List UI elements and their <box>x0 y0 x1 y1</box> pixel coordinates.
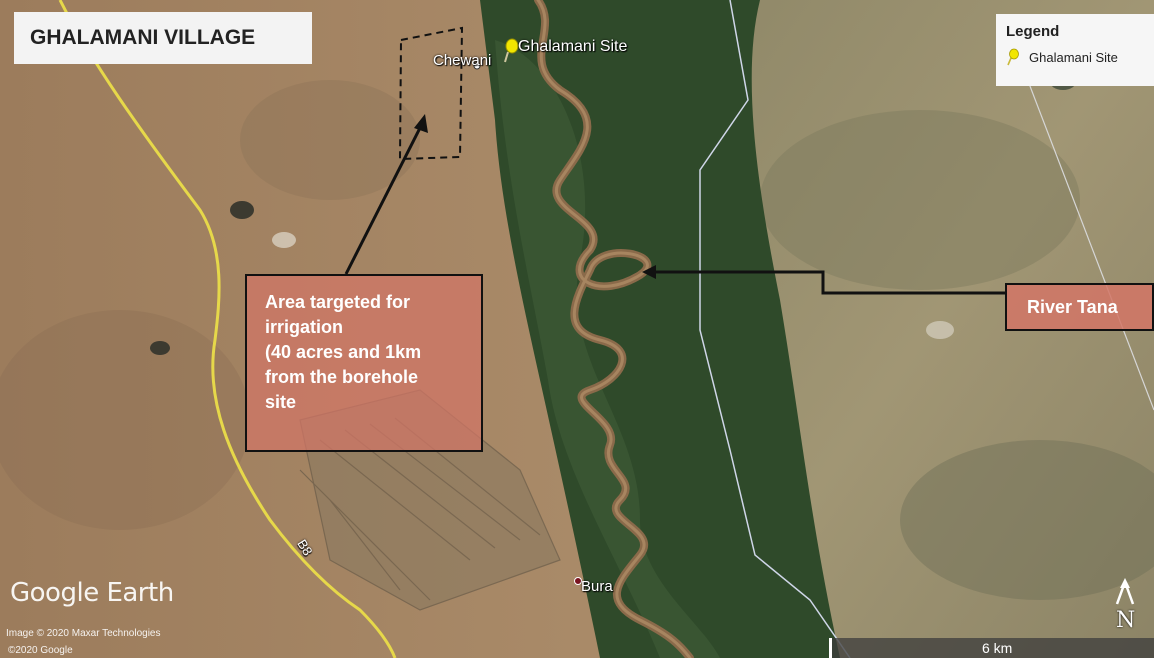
copyright-text: ©2020 Google <box>8 645 73 656</box>
legend-item-label: Ghalamani Site <box>1029 49 1118 65</box>
scrub-patch <box>760 110 1080 290</box>
irrigation-area-outline[interactable] <box>398 26 464 161</box>
pale-spot <box>272 232 296 248</box>
legend: Legend Ghalamani Site <box>996 14 1154 86</box>
river-tana-callout: River Tana <box>1005 283 1154 331</box>
river-tana-highlight <box>536 0 692 658</box>
irrigation-area-callout: Area targeted for irrigation (40 acres a… <box>245 274 483 452</box>
scrub-patch <box>900 440 1154 600</box>
dark-spot <box>150 341 170 355</box>
ghalamani-pushpin-icon[interactable] <box>504 38 519 63</box>
scale-label: 6 km <box>982 640 1013 656</box>
bura-marker[interactable] <box>574 577 582 585</box>
map-title: GHALAMANI VILLAGE <box>14 12 312 64</box>
google-earth-logo: Google Earth <box>10 578 174 608</box>
riverine-forest-edge <box>495 40 720 658</box>
pale-spot <box>926 321 954 339</box>
river-arrow-line <box>652 270 1005 295</box>
imagery-credit: Image © 2020 Maxar Technologies <box>6 628 161 639</box>
boundary-line <box>699 0 851 658</box>
chewani-marker[interactable] <box>473 62 481 70</box>
legend-title: Legend <box>1006 23 1060 40</box>
area-arrow-line <box>344 123 424 275</box>
legend-item: Ghalamani Site <box>1006 48 1154 66</box>
north-arrow-icon <box>1115 578 1135 605</box>
road-b8 <box>58 0 397 658</box>
ghalamani-site-label[interactable]: Ghalamani Site <box>518 38 628 55</box>
north-label: N <box>1116 608 1136 633</box>
scrub-patch <box>240 80 420 200</box>
bura-label[interactable]: Bura <box>581 578 613 595</box>
yellow-pushpin-icon <box>1007 48 1019 66</box>
scale-bar: 6 km <box>829 638 1154 658</box>
boundary-line-east <box>1019 59 1154 411</box>
north-arrow: N <box>1113 576 1137 634</box>
area-arrowhead <box>414 114 428 133</box>
dark-spot <box>230 201 254 219</box>
chewani-label[interactable]: Chewani <box>433 52 492 69</box>
river-arrowhead <box>642 265 656 279</box>
scrub-patch <box>0 310 250 530</box>
